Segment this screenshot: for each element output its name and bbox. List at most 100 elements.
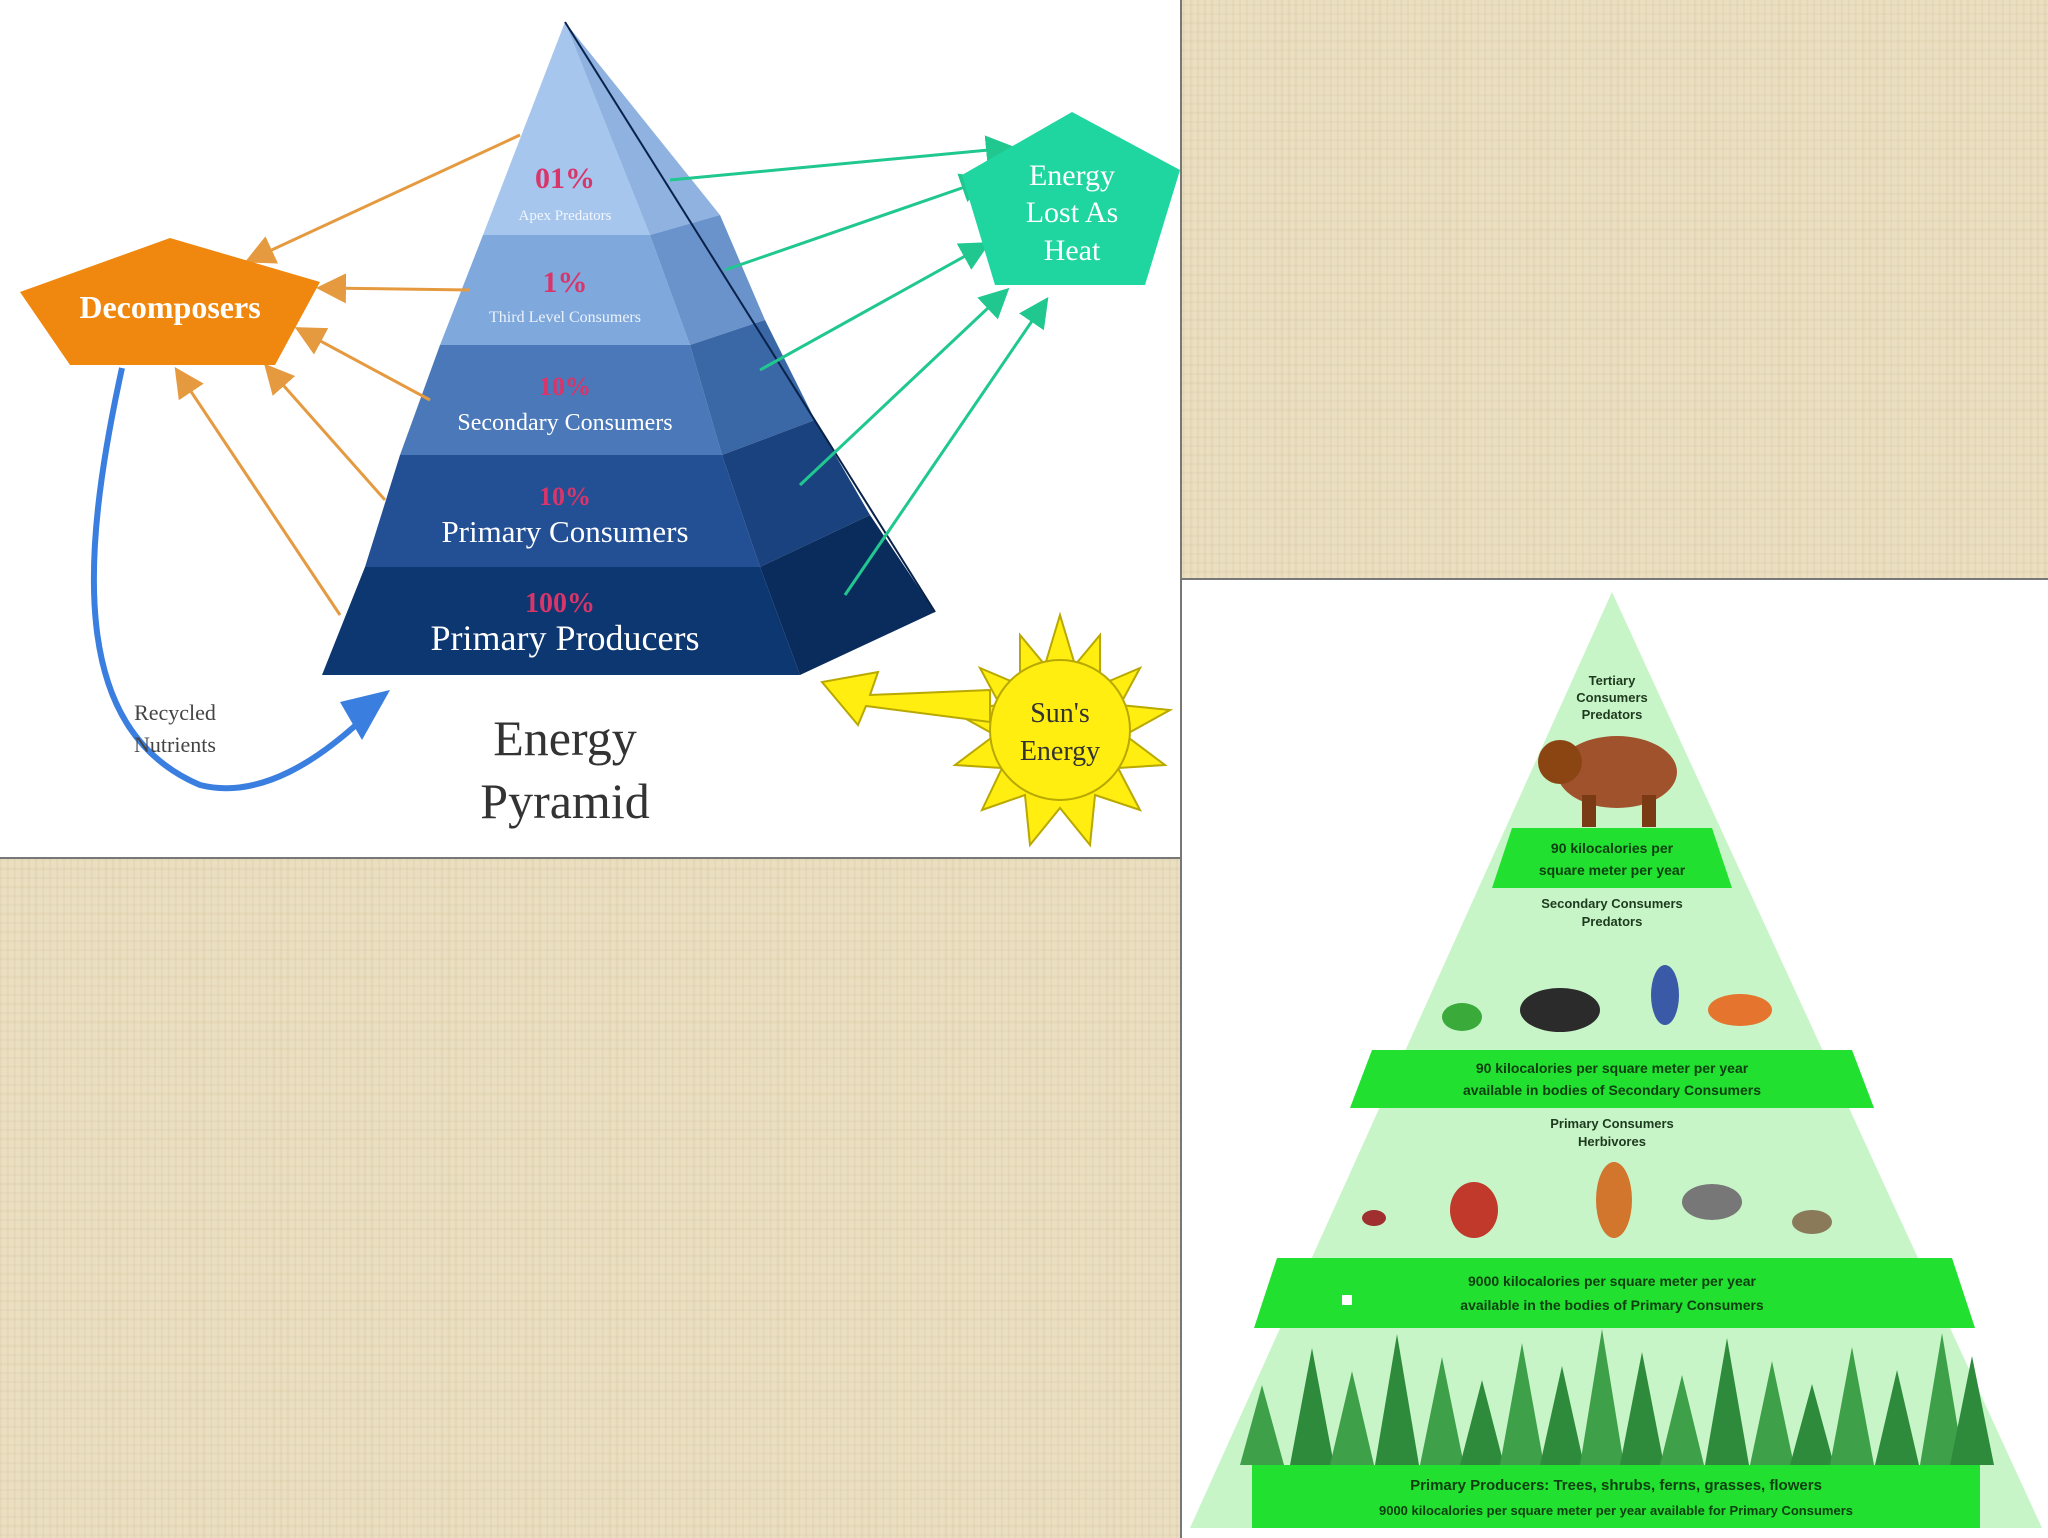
tier-third xyxy=(440,235,690,345)
insect-icon xyxy=(1362,1210,1386,1226)
tree-icon xyxy=(1500,1343,1544,1465)
tier-primary-consumers xyxy=(365,455,760,567)
bear-icon xyxy=(1538,736,1677,827)
pyramid-side-third xyxy=(650,215,765,345)
band-producers xyxy=(1252,1465,1980,1528)
tree-icon xyxy=(1920,1333,1964,1465)
heat-label-line-2: Lost As xyxy=(1026,196,1119,229)
decomposers-label: Decomposers xyxy=(79,289,260,325)
band-primary-marker xyxy=(1342,1295,1352,1305)
band-producers-line-2: 9000 kilocalories per square meter per y… xyxy=(1379,1503,1853,1518)
recycled-label-line-2: Nutrients xyxy=(134,732,216,757)
tree-icon xyxy=(1420,1357,1464,1465)
secondary-animals xyxy=(1442,965,1772,1032)
tier-secondary xyxy=(400,345,722,455)
primary-animals xyxy=(1362,1162,1832,1238)
recycled-label-line-1: Recycled xyxy=(134,700,216,725)
band-secondary-line-2: available in bodies of Secondary Consume… xyxy=(1463,1082,1761,1098)
band-tertiary xyxy=(1492,828,1732,888)
sun-icon xyxy=(946,611,1174,848)
tree-icon xyxy=(1950,1356,1994,1465)
sun-label-line-1: Sun's xyxy=(1030,698,1090,729)
tree-icon xyxy=(1620,1352,1664,1465)
tier-producers xyxy=(322,567,800,675)
tier-primary-consumers-label: Primary Consumers xyxy=(441,514,688,549)
tree-icon xyxy=(1240,1385,1284,1465)
tertiary-heading-line-1: Tertiary xyxy=(1589,673,1636,688)
pyramid-side-apex xyxy=(565,22,720,235)
arrow-to-decomposers xyxy=(264,363,387,501)
fox-icon xyxy=(1708,994,1772,1026)
mouse-icon xyxy=(1792,1210,1832,1234)
forest-icon xyxy=(1240,1329,1994,1465)
tier-primary-consumers-percent: 10% xyxy=(539,482,591,511)
energy-pyramid-diagram: 01% Apex Predators 1% Third Level Consum… xyxy=(20,21,1180,848)
arrow-to-decomposers xyxy=(294,327,431,402)
tree-icon xyxy=(1790,1384,1834,1465)
bear-head xyxy=(1538,740,1582,784)
band-tertiary-line-1: 90 kilocalories per xyxy=(1551,840,1674,856)
arrow-to-heat xyxy=(798,287,1010,487)
primary-heading-line-2: Herbivores xyxy=(1578,1134,1646,1149)
arrow-to-heat xyxy=(669,135,1016,182)
bear-leg xyxy=(1582,795,1596,827)
pyramid-side-primary-consumers xyxy=(722,420,870,567)
squirrel-icon xyxy=(1450,1182,1498,1238)
pyramid-title-line-2: Pyramid xyxy=(480,773,649,829)
tree-icon xyxy=(1660,1375,1704,1465)
arrow-to-decomposers xyxy=(174,367,342,616)
arrow-to-heat xyxy=(843,297,1049,596)
bear-leg xyxy=(1642,795,1656,827)
decomposer-arrows xyxy=(174,133,521,616)
energy-pyramid-panel: 01% Apex Predators 1% Third Level Consum… xyxy=(0,0,1182,859)
band-secondary xyxy=(1350,1050,1874,1108)
tree-icon xyxy=(1875,1370,1919,1465)
tree-icon xyxy=(1375,1334,1419,1465)
tree-icon xyxy=(1290,1348,1334,1465)
tier-apex-percent: 01% xyxy=(535,162,595,195)
frog-icon xyxy=(1442,1003,1482,1031)
primary-heading-line-1: Primary Consumers xyxy=(1550,1116,1674,1131)
tree-icon xyxy=(1330,1371,1374,1465)
heat-label-line-3: Heat xyxy=(1044,234,1101,267)
pyramid xyxy=(322,21,936,675)
bluejay-icon xyxy=(1651,965,1679,1025)
tertiary-heading-line-3: Predators xyxy=(1582,707,1643,722)
band-primary xyxy=(1254,1258,1975,1328)
bird-icon xyxy=(1682,1184,1742,1220)
tier-secondary-label: Secondary Consumers xyxy=(457,410,672,436)
tier-apex-label: Apex Predators xyxy=(519,208,612,224)
secondary-heading-line-2: Predators xyxy=(1582,914,1643,929)
tree-icon xyxy=(1830,1347,1874,1465)
tree-icon xyxy=(1750,1361,1794,1465)
band-primary-line-2: available in the bodies of Primary Consu… xyxy=(1460,1297,1764,1313)
band-primary-line-1: 9000 kilocalories per square meter per y… xyxy=(1468,1273,1756,1289)
food-pyramid-panel: Tertiary Consumers Predators 90 kilocalo… xyxy=(1180,578,2048,1538)
raccoon-icon xyxy=(1520,988,1600,1032)
tier-third-percent: 1% xyxy=(543,266,588,299)
tertiary-heading-line-2: Consumers xyxy=(1576,690,1648,705)
band-tertiary-line-2: square meter per year xyxy=(1539,862,1686,878)
pyramid-title-line-1: Energy xyxy=(493,710,636,766)
pyramid-side-secondary xyxy=(690,320,815,455)
band-secondary-line-1: 90 kilocalories per square meter per yea… xyxy=(1476,1060,1749,1076)
arrow-to-heat xyxy=(724,173,991,272)
tree-icon xyxy=(1540,1366,1584,1465)
arrow-to-decomposers xyxy=(244,133,521,264)
sun-label-line-2: Energy xyxy=(1020,736,1100,767)
pyramid-side-producers xyxy=(760,515,935,675)
tier-third-label: Third Level Consumers xyxy=(489,309,641,326)
secondary-heading-line-1: Secondary Consumers xyxy=(1541,896,1683,911)
recycled-arrowhead xyxy=(340,690,390,740)
bear-body xyxy=(1557,736,1677,808)
heat-node xyxy=(962,112,1180,285)
recycled-nutrients-arrow xyxy=(90,367,373,792)
pyramid-edge xyxy=(564,21,936,613)
tree-icon xyxy=(1580,1329,1624,1465)
food-pyramid-diagram: Tertiary Consumers Predators 90 kilocalo… xyxy=(1190,592,2042,1528)
arrow-to-heat xyxy=(759,242,991,372)
tier-secondary-percent: 10% xyxy=(539,372,591,401)
arrow-to-decomposers xyxy=(316,273,471,304)
tier-producers-percent: 100% xyxy=(525,588,595,619)
band-producers-line-1: Primary Producers: Trees, shrubs, ferns,… xyxy=(1410,1477,1822,1494)
